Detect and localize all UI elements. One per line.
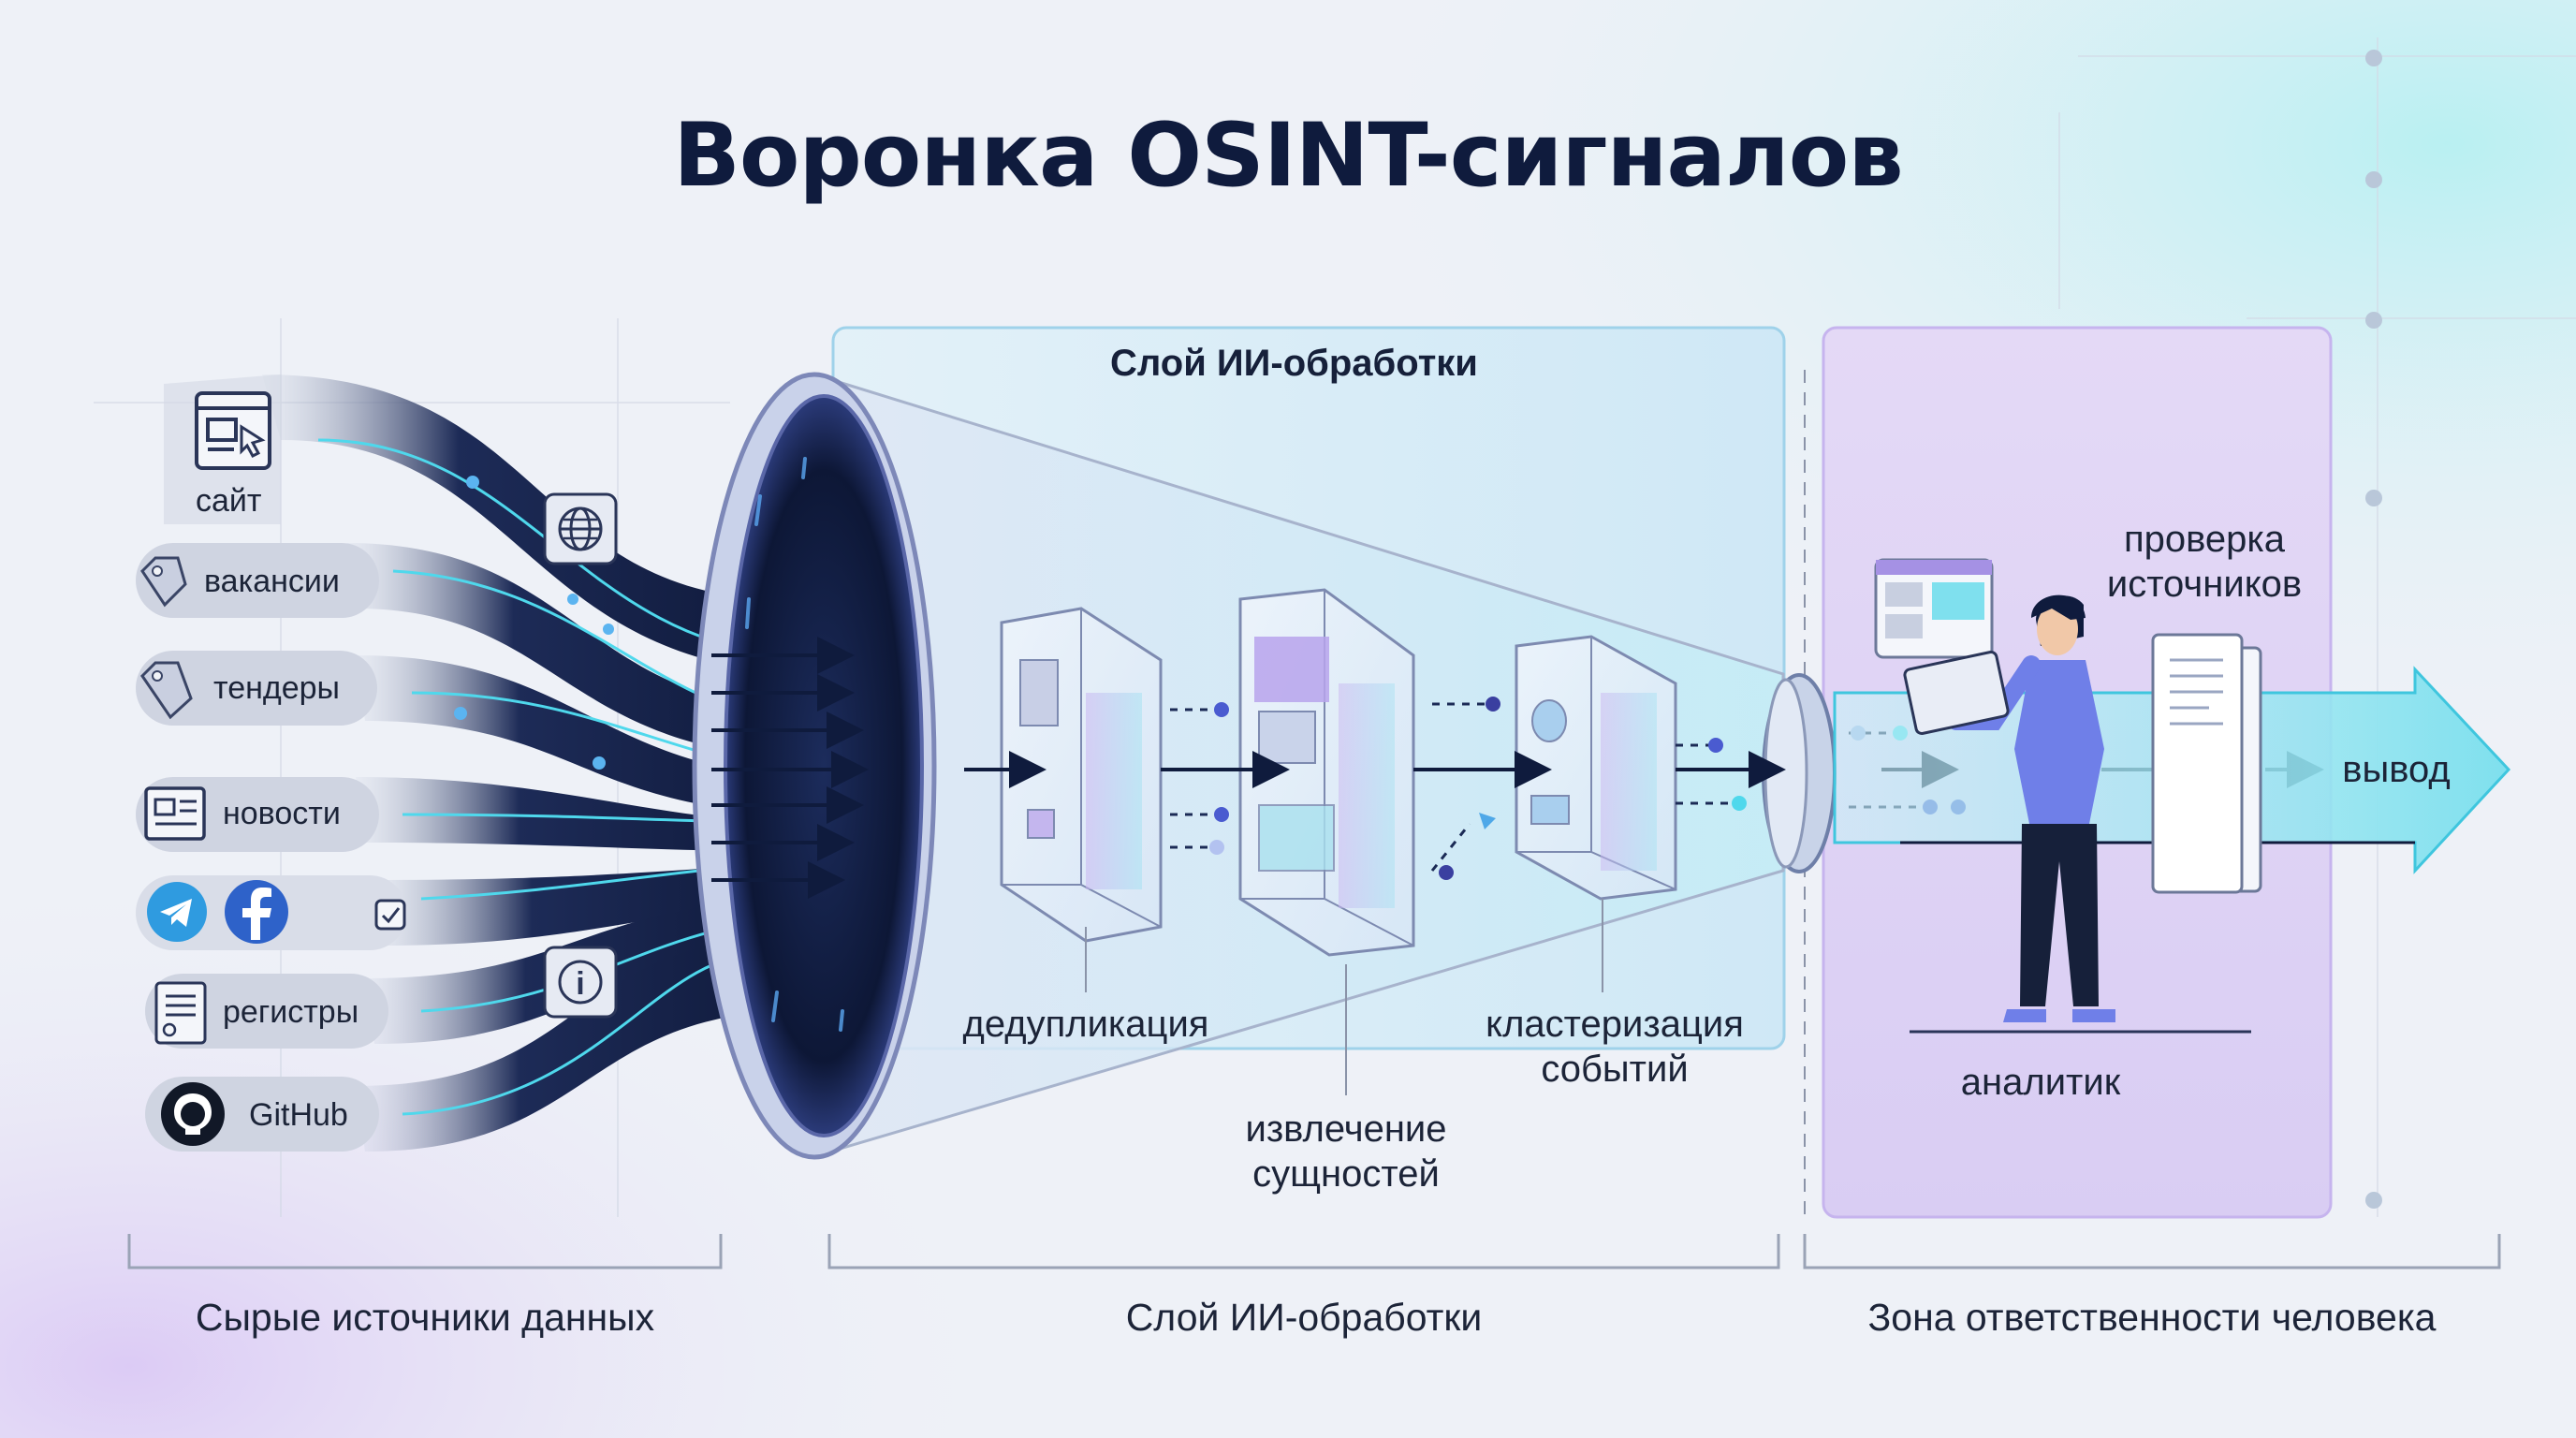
source-label-news: новости: [223, 796, 341, 831]
registry-document-icon: [154, 981, 207, 1045]
info-icon: i: [543, 946, 618, 1019]
stage-leaders: [1085, 899, 1603, 1095]
stage-label-clustering-line1: кластеризация: [1486, 1004, 1744, 1045]
zone-label-human: Зона ответственности человека: [1867, 1296, 2437, 1339]
analyst-figure: [1874, 558, 2251, 1034]
source-label-github: GitHub: [249, 1097, 348, 1133]
grid-nodes: [2365, 50, 2382, 1209]
stage-label-clustering-line2: событий: [1541, 1049, 1689, 1090]
svg-text:i: i: [576, 966, 584, 1002]
dedup-block: [1000, 607, 1163, 943]
stage-label-entities-line1: извлечение: [1245, 1108, 1447, 1150]
analyst-label: аналитик: [1960, 1062, 2121, 1103]
stage-label-verification-line1: проверка: [2123, 519, 2286, 560]
telegram-icon: [147, 882, 207, 942]
zone-label-ai-layer: Слой ИИ-обработки: [1125, 1296, 1483, 1339]
source-label-tenders: тендеры: [213, 670, 340, 706]
ai-panel-title: Слой ИИ-обработки: [1110, 343, 1478, 384]
zone-brackets: [127, 1234, 2501, 1269]
funnel-mouth: [692, 372, 937, 1160]
source-label-vacancies: вакансии: [204, 564, 340, 599]
stage-label-verification: проверка источников: [2069, 517, 2340, 607]
stage-label-verification-line2: источников: [2106, 564, 2303, 605]
stage-label-entities-line2: сущностей: [1252, 1153, 1440, 1195]
github-icon: [161, 1082, 225, 1146]
source-verification-document: [2151, 633, 2262, 894]
tag-icon: [140, 556, 187, 608]
entity-extraction-block: [1238, 588, 1415, 957]
zone-label-raw-sources: Сырые источники данных: [195, 1296, 655, 1339]
stage-label-dedup: дедупликация: [962, 1004, 1209, 1045]
source-label-site: сайт: [196, 483, 262, 519]
stage-label-clustering: кластеризация событий: [1460, 1002, 1769, 1092]
source-label-registries: регистры: [223, 994, 359, 1030]
facebook-icon: [225, 880, 288, 944]
tag-icon: [140, 661, 193, 720]
page-title: Воронка OSINT-сигналов: [673, 105, 1904, 207]
output-label: вывод: [2342, 749, 2451, 790]
checkbox-icon: [374, 899, 406, 931]
clustering-block: [1515, 635, 1677, 901]
stage-label-entities: извлечение сущностей: [1196, 1107, 1496, 1196]
newspaper-icon: [144, 786, 206, 841]
tablet: [1903, 650, 2010, 736]
website-window-icon: [195, 391, 271, 470]
globe-icon: [543, 492, 618, 565]
